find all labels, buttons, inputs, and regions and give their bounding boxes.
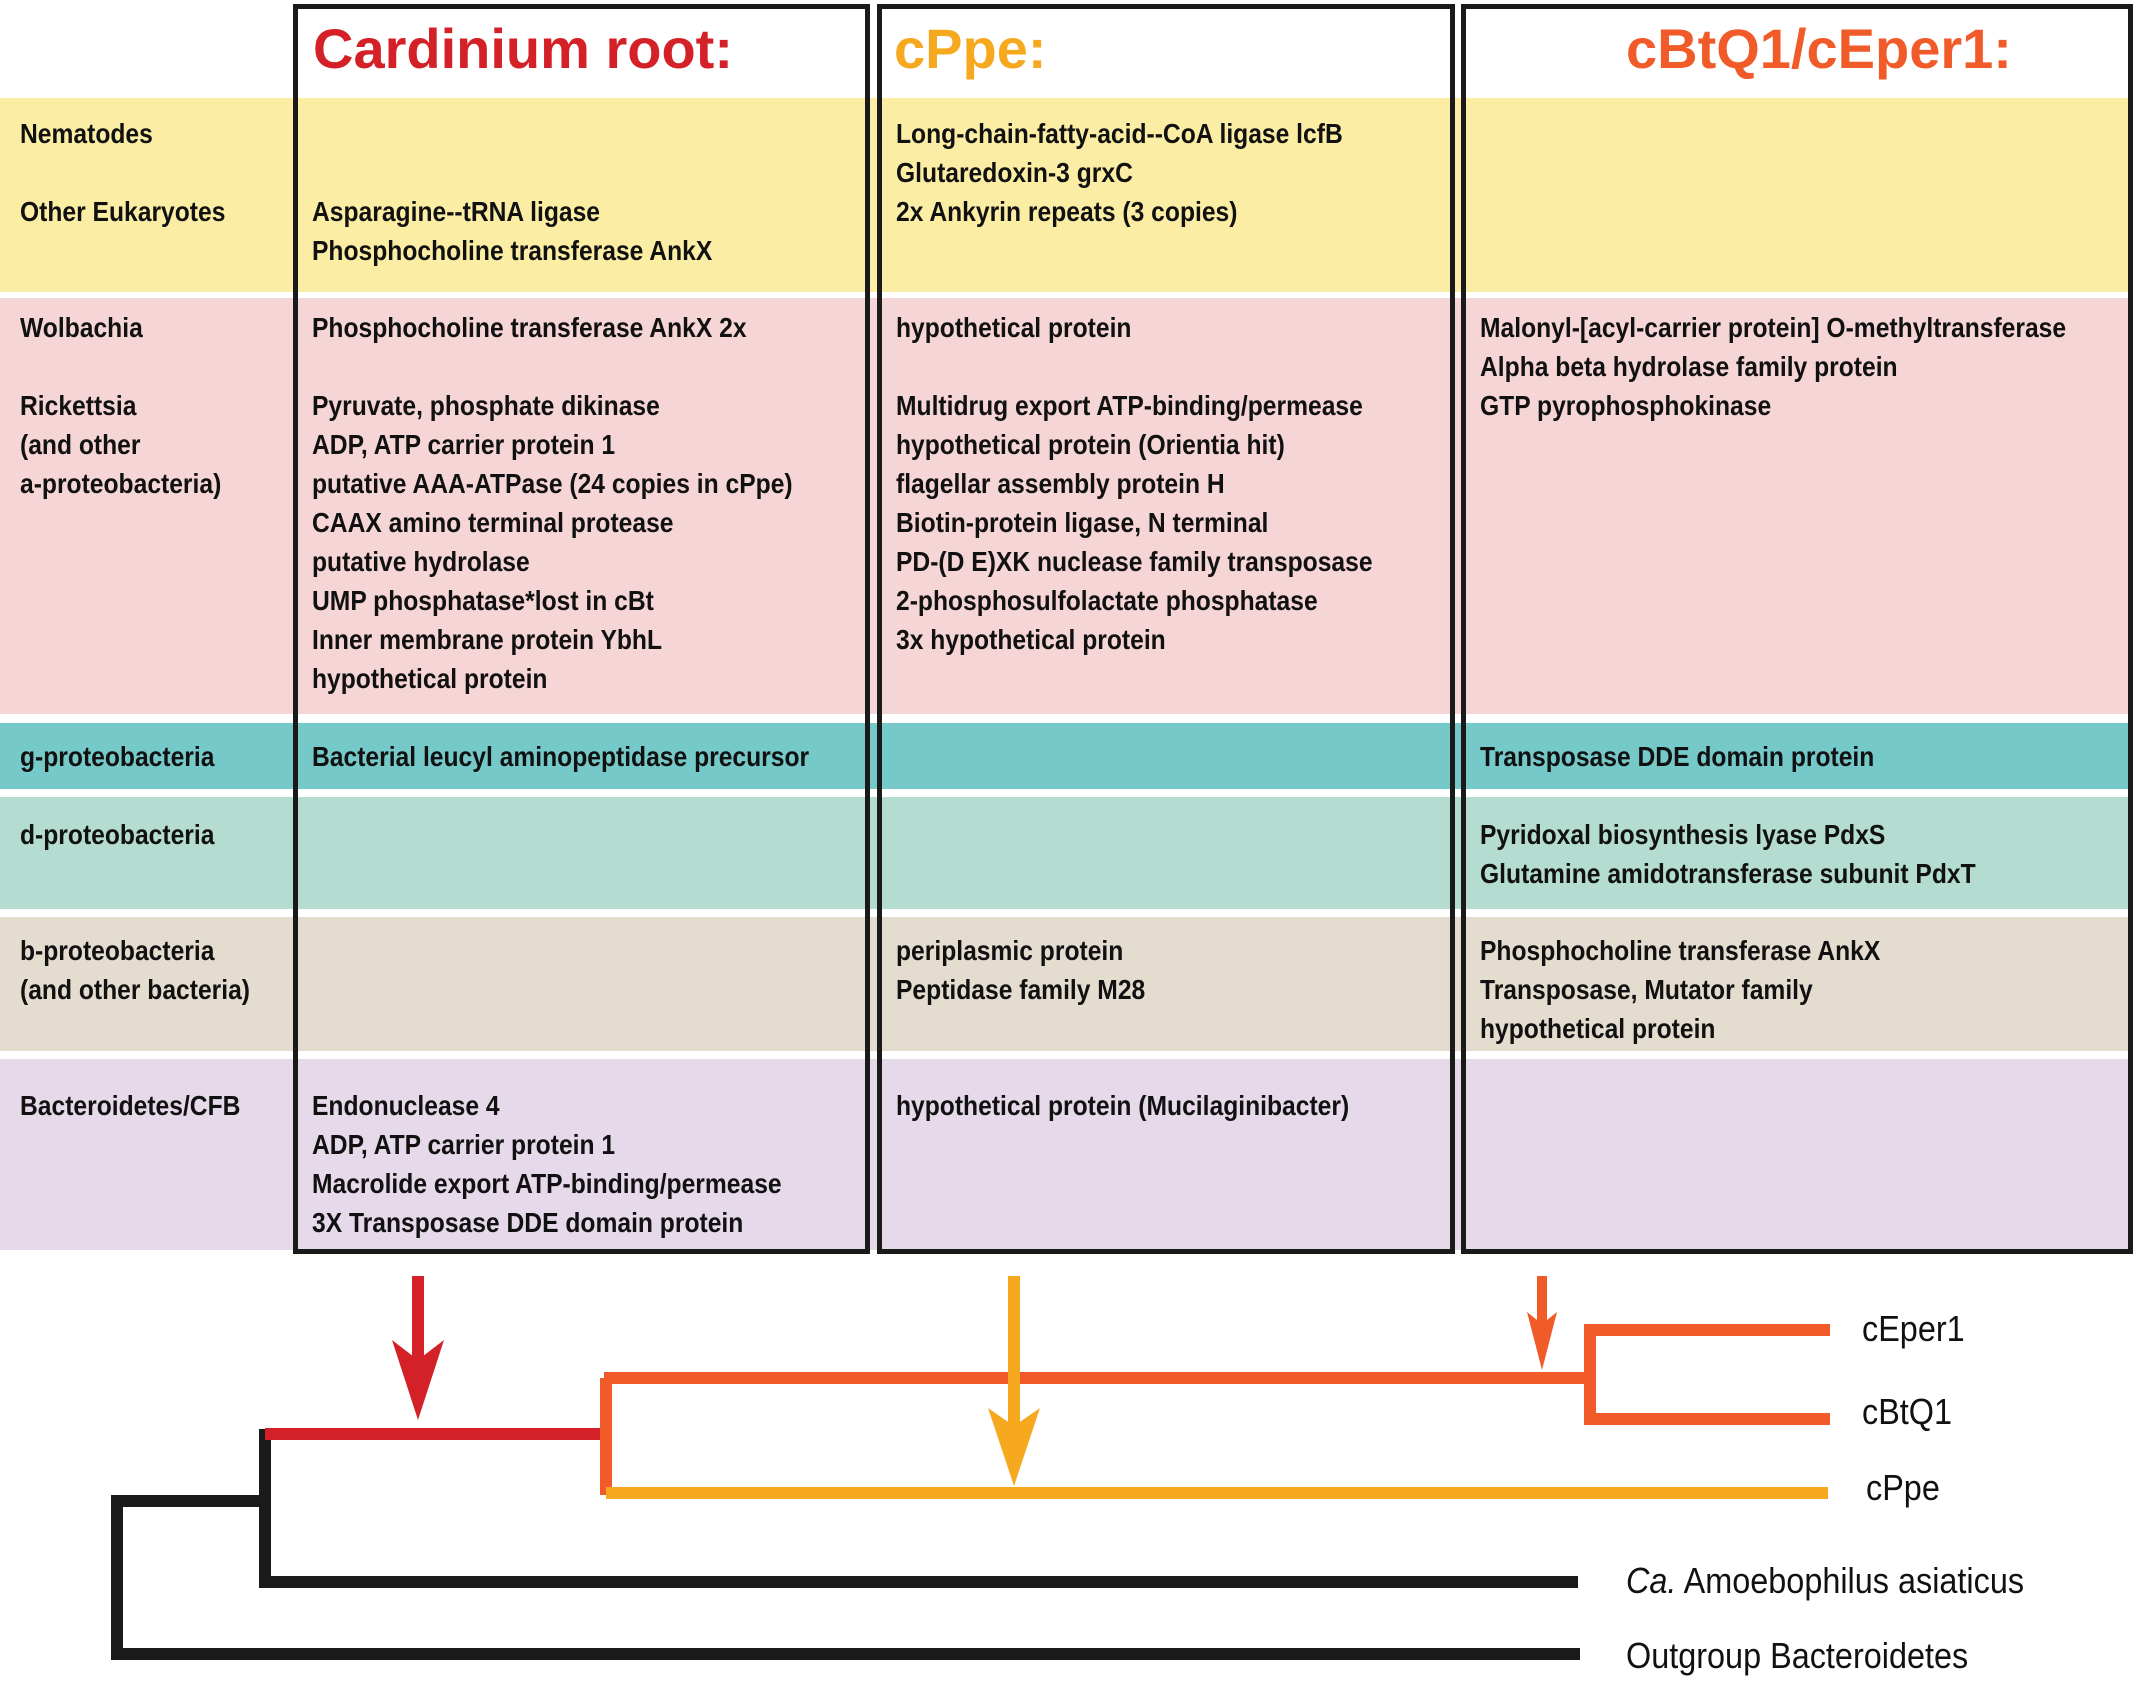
gene-item: Glutamine amidotransferase subunit PdxT: [1480, 858, 1976, 889]
row-label-line: Other Eukaryotes: [20, 196, 226, 227]
column-box-cppe: [877, 4, 1455, 1254]
row-label-line: Wolbachia: [20, 312, 143, 343]
cell-bacteroidetes-cardinium: Endonuclease 4 ADP, ATP carrier protein …: [312, 1086, 782, 1242]
cell-beta-cppe: periplasmic protein Peptidase family M28: [896, 931, 1145, 1009]
gene-item: Transposase DDE domain protein: [1480, 741, 1875, 772]
gene-item: Peptidase family M28: [896, 974, 1146, 1005]
leaf-label-cbtq1: cBtQ1: [1862, 1391, 1953, 1432]
cell-alpha-cppe: hypothetical protein Multidrug export AT…: [896, 308, 1373, 659]
cell-bacteroidetes-cppe: hypothetical protein (Mucilaginibacter): [896, 1086, 1349, 1125]
leaf-label-cppe: cPpe: [1866, 1467, 1940, 1508]
gene-item: Bacterial leucyl aminopeptidase precurso…: [312, 741, 810, 772]
gene-item: hypothetical protein: [896, 312, 1132, 343]
event-arrows: [392, 1276, 1557, 1486]
row-label-gamma-proteobacteria: g-proteobacteria: [20, 737, 214, 776]
row-label-line: Nematodes: [20, 118, 153, 149]
row-label-line: g-proteobacteria: [20, 741, 215, 772]
gene-item: Alpha beta hydrolase family protein: [1480, 351, 1898, 382]
band-bacteroidetes: [0, 1059, 2133, 1250]
row-label-alpha-proteobacteria: Wolbachia Rickettsia (and other a-proteo…: [20, 308, 221, 503]
gene-item: Inner membrane protein YbhL: [312, 624, 663, 655]
gene-item: Endonuclease 4: [312, 1090, 500, 1121]
band-gamma-proteobacteria: [0, 723, 2133, 789]
band-alpha-proteobacteria: [0, 298, 2133, 714]
gene-item: Phosphocholine transferase AnkX: [1480, 935, 1881, 966]
row-label-line: a-proteobacteria): [20, 468, 222, 499]
cell-alpha-cbtq1: Malonyl-[acyl-carrier protein] O-methylt…: [1480, 308, 2066, 425]
band-eukaryotes: [0, 98, 2133, 292]
gene-item: Glutaredoxin-3 grxC: [896, 157, 1133, 188]
column-box-cardinium-root: [293, 4, 870, 1254]
cell-beta-cbtq1: Phosphocholine transferase AnkX Transpos…: [1480, 931, 1880, 1048]
leaf-label-amoebophilus-genus: Ca.: [1626, 1560, 1677, 1601]
gene-item: ADP, ATP carrier protein 1: [312, 429, 616, 460]
gene-item: ADP, ATP carrier protein 1: [312, 1129, 616, 1160]
gene-item: CAAX amino terminal protease: [312, 507, 674, 538]
gene-item: Pyruvate, phosphate dikinase: [312, 390, 660, 421]
cell-gamma-cardinium: Bacterial leucyl aminopeptidase precurso…: [312, 737, 809, 776]
gene-item: Malonyl-[acyl-carrier protein] O-methylt…: [1480, 312, 2067, 343]
gene-item: putative AAA-ATPase (24 copies in cPpe): [312, 468, 793, 499]
band-beta-proteobacteria: [0, 917, 2133, 1051]
gene-item: putative hydrolase: [312, 546, 530, 577]
gene-item: 2x Ankyrin repeats (3 copies): [896, 196, 1238, 227]
cell-gamma-cbtq1: Transposase DDE domain protein: [1480, 737, 1874, 776]
gene-item: GTP pyrophosphokinase: [1480, 390, 1772, 421]
column-title-cbtq1-ceper1: cBtQ1/cEper1:: [1626, 17, 2012, 80]
gene-item: periplasmic protein: [896, 935, 1124, 966]
column-title-cppe: cPpe:: [894, 17, 1047, 80]
tree-branches: [111, 1324, 1830, 1660]
cell-delta-cbtq1: Pyridoxal biosynthesis lyase PdxS Glutam…: [1480, 815, 1976, 893]
branch-amoebophilus: [259, 1429, 1578, 1588]
row-label-bacteroidetes: Bacteroidetes/CFB: [20, 1086, 240, 1125]
gene-item: Phosphocholine transferase AnkX: [312, 235, 713, 266]
leaf-label-outgroup: Outgroup Bacteroidetes: [1626, 1635, 1969, 1676]
gene-item: Long-chain-fatty-acid--CoA ligase lcfB: [896, 118, 1343, 149]
branch-root: [111, 1495, 1580, 1660]
arrow-cppe-head: [988, 1408, 1040, 1486]
row-label-line: b-proteobacteria: [20, 935, 215, 966]
row-label-beta-proteobacteria: b-proteobacteria (and other bacteria): [20, 931, 250, 1009]
row-label-line: (and other: [20, 429, 141, 460]
gene-item: UMP phosphatase*lost in cBt: [312, 585, 654, 616]
arrow-cardinium-root-head: [392, 1340, 444, 1420]
column-title-cardinium-root: Cardinium root:: [313, 17, 733, 80]
band-delta-proteobacteria: [0, 797, 2133, 909]
gene-item: 2-phosphosulfolactate phosphatase: [896, 585, 1318, 616]
gene-item: Macrolide export ATP-binding/permease: [312, 1168, 782, 1199]
row-label-eukaryotes: Nematodes Other Eukaryotes: [20, 114, 225, 231]
arrow-cbtq1-ceper1-head: [1527, 1312, 1557, 1370]
cell-eukaryotes-cardinium: Asparagine--tRNA ligase Phosphocholine t…: [312, 114, 712, 270]
gene-item: PD-(D E)XK nuclease family transposase: [896, 546, 1373, 577]
cell-alpha-cardinium: Phosphocholine transferase AnkX 2x Pyruv…: [312, 308, 793, 698]
row-label-line: (and other bacteria): [20, 974, 251, 1005]
leaf-label-ceper1: cEper1: [1862, 1308, 1965, 1349]
gene-item: Transposase, Mutator family: [1480, 974, 1813, 1005]
gene-item: flagellar assembly protein H: [896, 468, 1225, 499]
gene-item: Biotin-protein ligase, N terminal: [896, 507, 1269, 538]
gene-item: Multidrug export ATP-binding/permease: [896, 390, 1363, 421]
gene-item: Pyridoxal biosynthesis lyase PdxS: [1480, 819, 1886, 850]
gene-item: Phosphocholine transferase AnkX 2x: [312, 312, 747, 343]
gene-item: hypothetical protein (Mucilaginibacter): [896, 1090, 1350, 1121]
cell-eukaryotes-cppe: Long-chain-fatty-acid--CoA ligase lcfB G…: [896, 114, 1343, 231]
gene-item: hypothetical protein: [1480, 1013, 1716, 1044]
row-label-line: d-proteobacteria: [20, 819, 215, 850]
gene-item: hypothetical protein: [312, 663, 548, 694]
gene-item: hypothetical protein (Orientia hit): [896, 429, 1285, 460]
gene-item: 3X Transposase DDE domain protein: [312, 1207, 744, 1238]
branch-ceper1-cbtq1: [1584, 1324, 1830, 1425]
column-box-cbtq1-ceper1: [1461, 4, 2133, 1254]
gene-item: 3x hypothetical protein: [896, 624, 1166, 655]
row-label-line: Bacteroidetes/CFB: [20, 1090, 241, 1121]
leaf-label-amoebophilus: Ca. Amoebophilus asiaticus: [1626, 1560, 2024, 1602]
row-label-line: Rickettsia: [20, 390, 137, 421]
row-label-delta-proteobacteria: d-proteobacteria: [20, 815, 214, 854]
leaf-label-amoebophilus-species: Amoebophilus asiaticus: [1676, 1560, 2025, 1601]
gene-item: Asparagine--tRNA ligase: [312, 196, 600, 227]
